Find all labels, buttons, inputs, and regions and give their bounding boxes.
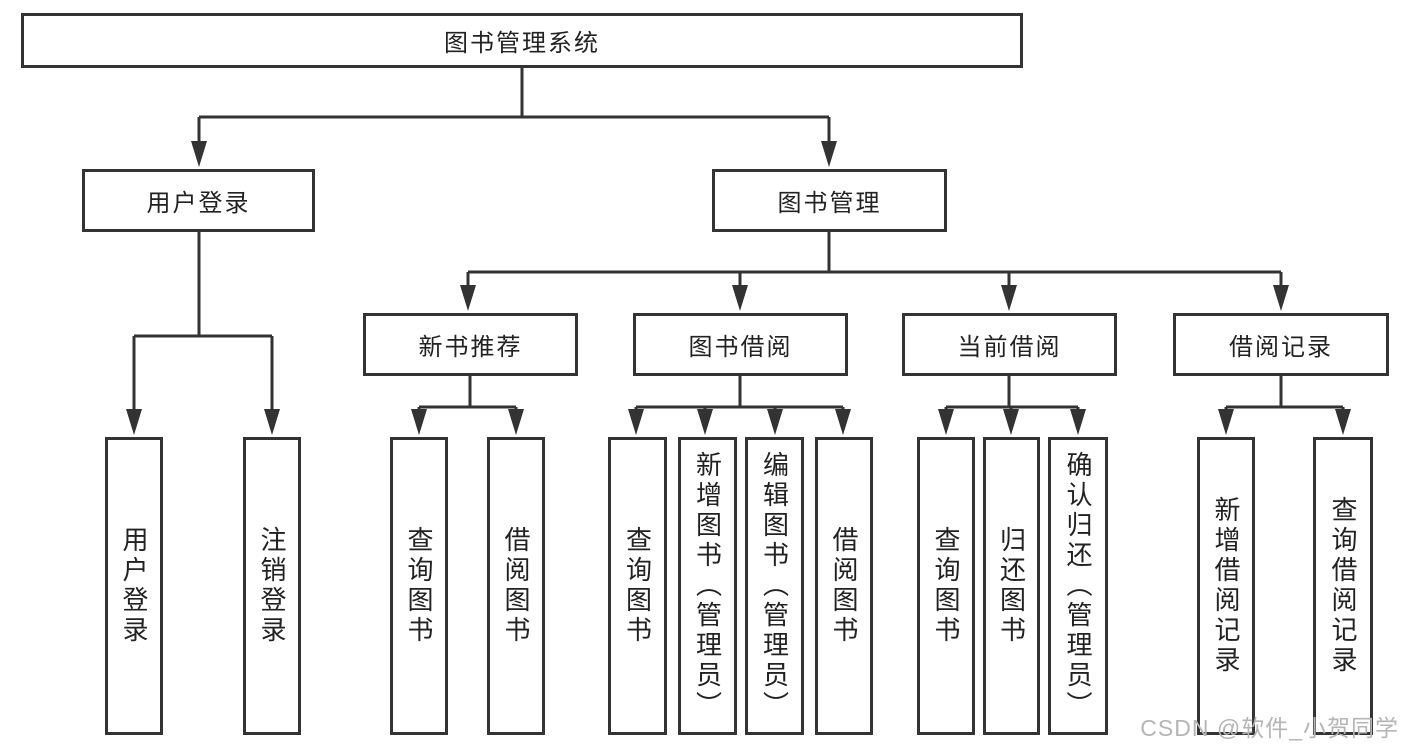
leaf-add-borrow-record-label: 新增借阅记录: [1211, 496, 1241, 676]
leaf-query-books-under-recommend: 查询图书: [390, 437, 448, 735]
leaf-borrow-books-under-borrow-label: 借阅图书: [829, 526, 859, 646]
leaf-query-borrow-record: 查询借阅记录: [1313, 437, 1373, 735]
node-new-book-recommend: 新书推荐: [363, 313, 578, 376]
arrowheads: [126, 141, 1351, 435]
leaf-edit-books-admin: 编辑图书（管理员）: [745, 437, 804, 735]
arrow-to-new-book-recommend: [460, 285, 476, 311]
leaf-confirm-return-admin: 确认归还（管理员）: [1048, 437, 1108, 735]
arrow-to-leaf-add-borrow-record: [1218, 409, 1234, 435]
node-book-management-label: 图书管理: [777, 190, 882, 217]
node-borrow-records: 借阅记录: [1173, 313, 1389, 376]
leaf-query-books-under-borrow: 查询图书: [608, 437, 667, 735]
arrow-to-user-login: [191, 141, 207, 167]
arrow-to-leaf-confirm-return: [1070, 409, 1086, 435]
connector-book-borrow: [634, 376, 845, 412]
node-root-library-management-system: 图书管理系统: [21, 13, 1023, 68]
arrow-to-leaf-query-books-b: [628, 409, 644, 435]
connector-current-borrow: [944, 376, 1080, 412]
leaf-query-books-under-current-label: 查询图书: [931, 526, 961, 646]
node-new-book-recommend-label: 新书推荐: [418, 334, 523, 361]
arrow-to-leaf-return-books: [1003, 409, 1019, 435]
leaf-user-login-label: 用户登录: [119, 526, 149, 646]
arrow-to-book-borrow: [732, 285, 748, 311]
arrow-to-book-management: [821, 141, 837, 167]
arrow-to-leaf-add-books: [697, 409, 713, 435]
leaf-borrow-books-under-recommend: 借阅图书: [487, 437, 545, 735]
arrow-to-leaf-logout: [264, 409, 280, 435]
arrow-to-leaf-user-login: [126, 409, 142, 435]
connector-user-login: [132, 232, 274, 412]
leaf-return-books-label: 归还图书: [996, 526, 1027, 646]
node-borrow-records-label: 借阅记录: [1229, 334, 1333, 361]
csdn-watermark: CSDN @软件_小贺同学: [1140, 715, 1399, 741]
leaf-query-borrow-record-label: 查询借阅记录: [1328, 496, 1358, 676]
leaf-user-login: 用户登录: [105, 437, 163, 735]
arrow-to-leaf-borrow-books-b: [835, 409, 851, 435]
leaf-add-books-admin: 新增图书（管理员）: [678, 437, 737, 735]
leaf-borrow-books-under-recommend-label: 借阅图书: [501, 526, 531, 646]
leaf-add-books-admin-label: 新增图书（管理员）: [692, 451, 723, 721]
node-user-login-label: 用户登录: [146, 190, 251, 217]
node-root-label: 图书管理系统: [444, 30, 600, 57]
arrow-to-leaf-edit-books: [767, 409, 783, 435]
leaf-confirm-return-admin-label: 确认归还（管理员）: [1063, 451, 1093, 721]
leaf-query-books-under-recommend-label: 查询图书: [404, 526, 434, 646]
node-book-borrow: 图书借阅: [633, 313, 848, 376]
arrow-to-leaf-query-books-a: [411, 409, 427, 435]
leaf-return-books: 归还图书: [983, 437, 1040, 735]
arrow-to-borrow-records: [1273, 285, 1289, 311]
leaf-query-books-under-borrow-label: 查询图书: [622, 526, 653, 646]
node-user-login: 用户登录: [82, 169, 315, 232]
node-book-borrow-label: 图书借阅: [688, 334, 793, 361]
connector-root: [197, 68, 831, 142]
leaf-borrow-books-under-borrow: 借阅图书: [815, 437, 873, 735]
leaf-logout-label: 注销登录: [257, 526, 287, 646]
arrow-to-leaf-borrow-books-a: [508, 409, 524, 435]
arrow-to-leaf-query-books-c: [938, 409, 954, 435]
leaf-logout: 注销登录: [243, 437, 301, 735]
leaf-add-borrow-record: 新增借阅记录: [1197, 437, 1255, 735]
connector-book-management: [466, 232, 1283, 287]
node-current-borrow: 当前借阅: [902, 313, 1117, 376]
leaf-edit-books-admin-label: 编辑图书（管理员）: [759, 451, 790, 721]
connector-new-book-recommend: [417, 376, 518, 412]
node-book-management: 图书管理: [712, 169, 947, 232]
arrow-to-leaf-query-borrow-record: [1335, 409, 1351, 435]
connector-borrow-records: [1224, 376, 1345, 412]
arrow-to-current-borrow: [1001, 285, 1017, 311]
node-current-borrow-label: 当前借阅: [957, 334, 1062, 361]
leaf-query-books-under-current: 查询图书: [917, 437, 975, 735]
